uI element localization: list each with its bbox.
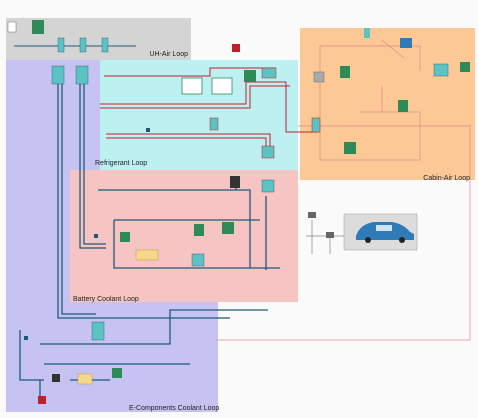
refrigerant-sensor-icon xyxy=(146,128,150,132)
vehicle-lines xyxy=(306,220,344,254)
cabin-heater-icon[interactable] xyxy=(344,142,356,154)
uh-radiator-1-icon[interactable] xyxy=(57,37,65,53)
blower-icon[interactable] xyxy=(400,38,412,48)
cabin-air-loop-label: Cabin-Air Loop xyxy=(423,175,470,182)
battery-radiator-icon[interactable] xyxy=(191,253,205,267)
e-comp-radiator-1-icon[interactable] xyxy=(51,65,65,85)
e-components-coolant-loop-label: E-Components Coolant Loop xyxy=(129,405,219,412)
cabin-controller-2-icon[interactable] xyxy=(460,62,470,72)
battery-heater-icon[interactable] xyxy=(222,222,234,234)
battery-chiller-icon[interactable] xyxy=(261,179,275,193)
e-motor-icon[interactable] xyxy=(77,373,93,385)
battery-coolant-loop-region xyxy=(70,170,298,302)
battery-pack-icon[interactable] xyxy=(135,249,159,261)
refrigerant-loop-label: Refrigerant Loop xyxy=(95,160,147,167)
battery-pump-icon[interactable] xyxy=(230,176,240,188)
e-comp-heater-icon[interactable] xyxy=(38,396,46,404)
cabin-hx-icon[interactable] xyxy=(433,63,449,77)
coolant-lines xyxy=(19,84,280,400)
evaporator-chart-2-icon[interactable] xyxy=(211,77,233,95)
battery-coolant-loop-label: Battery Coolant Loop xyxy=(73,296,139,303)
battery-sensor-icon xyxy=(94,234,98,238)
e-comp-sensor-icon xyxy=(24,336,28,340)
inverter-icon[interactable] xyxy=(112,368,122,378)
refrigerant-hx-icon[interactable] xyxy=(261,145,275,159)
car-icon[interactable] xyxy=(356,222,414,243)
battery-pack-thermal-icon[interactable] xyxy=(194,224,204,236)
uh-air-loop-label: UH-Air Loop xyxy=(149,51,188,58)
refrigerant-lines xyxy=(100,67,318,154)
underhood-fan-icon[interactable] xyxy=(32,20,44,34)
battery-tank-icon[interactable] xyxy=(120,232,130,242)
vehicle-input-1-icon xyxy=(308,212,316,218)
uh-radiator-2-icon[interactable] xyxy=(79,37,87,53)
cabin-air-lines xyxy=(216,39,471,341)
e-comp-radiator-2-icon[interactable] xyxy=(75,65,89,85)
evaporator-chart-1-icon[interactable] xyxy=(181,77,203,95)
vehicle-input-2-icon xyxy=(326,232,334,238)
cabin-evaporator-icon[interactable] xyxy=(311,117,321,133)
cabin-air-loop-region xyxy=(300,28,475,180)
condenser-icon[interactable] xyxy=(261,67,277,79)
cabin-controller-3-icon[interactable] xyxy=(398,100,408,112)
ambient-temperature-icon xyxy=(232,44,240,52)
cabin-boundary-icon[interactable] xyxy=(313,71,325,83)
e-comp-pump-icon[interactable] xyxy=(52,374,60,382)
cabin-temperature-icon xyxy=(364,28,370,38)
uh-air-boundary-icon[interactable] xyxy=(7,21,17,33)
compressor-controller-icon[interactable] xyxy=(244,70,256,82)
cabin-controller-1-icon[interactable] xyxy=(340,66,350,78)
uh-radiator-3-icon[interactable] xyxy=(101,37,109,53)
expansion-valve-icon[interactable] xyxy=(209,117,219,131)
e-comp-radiator-3-icon[interactable] xyxy=(91,321,105,341)
